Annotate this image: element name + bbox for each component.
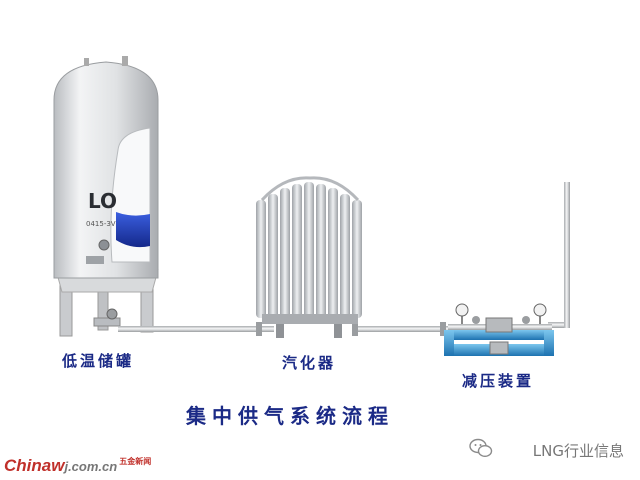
vaporizer-fin	[268, 194, 278, 318]
pipe-flange	[352, 322, 358, 336]
pipe-flange	[256, 322, 262, 336]
tank-label: 低温储罐	[62, 352, 135, 370]
pipe-segment	[352, 326, 448, 332]
regulator-frame	[444, 330, 554, 340]
logo-main: Chinaw	[4, 456, 65, 475]
pipeline	[118, 182, 570, 336]
watermark-text: LNG行业信息	[532, 442, 624, 460]
vaporizer-fin	[352, 200, 362, 318]
pressure-gauge-icon	[455, 303, 469, 317]
vaporizer-foot	[276, 324, 284, 338]
vaporizer-label: 汽化器	[282, 354, 337, 372]
logo-domain: j.com.cn	[64, 459, 118, 474]
valve-handwheel	[472, 316, 480, 324]
regulator-label: 减压装置	[462, 372, 535, 390]
vaporizer-foot	[334, 324, 342, 338]
pressure-gauge-icon	[533, 303, 547, 317]
regulator-body	[485, 317, 513, 333]
regulator-body-bottom	[489, 341, 509, 355]
vaporizer-fin	[304, 182, 314, 318]
vaporizer-fin	[340, 194, 350, 318]
logo-tag: 五金新闻	[119, 457, 152, 466]
regulator-frame-side	[444, 330, 454, 356]
tank-badge: LO	[88, 189, 117, 213]
vaporizer-fin	[328, 188, 338, 318]
regulator-frame-side	[544, 330, 554, 356]
tank-subtext: 0415-3V	[86, 220, 116, 228]
vaporizer-fin	[292, 184, 302, 318]
tank-top-valve	[122, 56, 128, 66]
vaporizer	[256, 176, 362, 338]
vaporizer-top-bend	[260, 176, 360, 202]
tank-outlet-handwheel	[106, 308, 118, 320]
cryogenic-tank: LO 0415-3V	[53, 56, 159, 337]
tank-panel	[86, 256, 104, 264]
vaporizer-fin	[280, 188, 290, 318]
vaporizer-base	[262, 314, 358, 324]
pipe-segment	[118, 326, 274, 332]
pipe-segment	[548, 322, 568, 328]
pipe-flange	[440, 322, 446, 336]
wechat-icon	[469, 438, 493, 458]
pressure-regulator	[444, 303, 554, 356]
watermark: LNG行业信息	[503, 440, 624, 461]
vaporizer-fin	[316, 184, 326, 318]
pipe-riser	[564, 182, 570, 328]
tank-outlet-valve	[93, 317, 121, 327]
valve-handwheel	[522, 316, 530, 324]
tank-top-valve	[84, 58, 89, 66]
vaporizer-fin	[256, 200, 266, 318]
tank-gauge	[98, 239, 110, 251]
diagram-title: 集中供气系统流程	[186, 404, 394, 428]
tank-liquid	[116, 212, 150, 248]
